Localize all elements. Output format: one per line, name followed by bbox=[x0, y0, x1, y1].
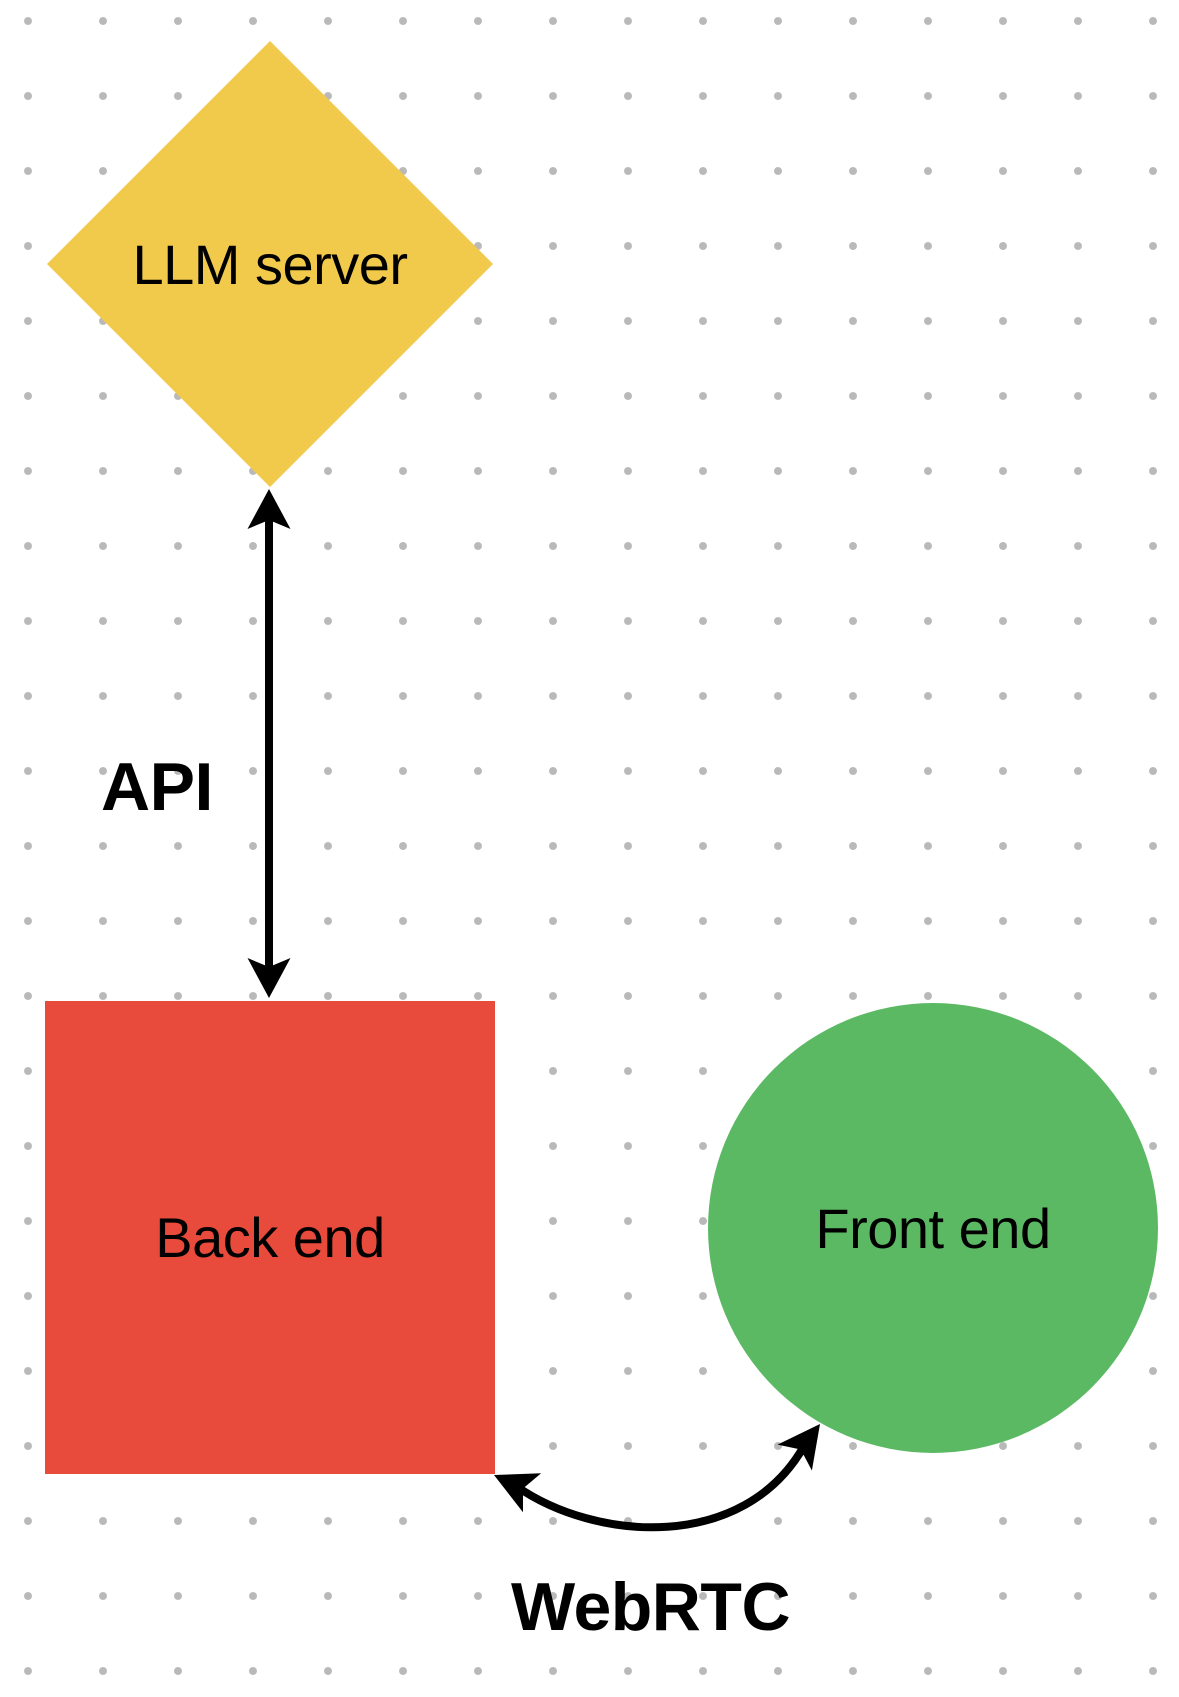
webrtc-arrowhead-left-icon bbox=[494, 1473, 542, 1513]
edge-label-webrtc[interactable]: WebRTC bbox=[511, 1569, 791, 1645]
node-back-end-label: Back end bbox=[155, 1206, 385, 1269]
node-llm-server-label: LLM server bbox=[132, 232, 408, 296]
api-arrowhead-up-icon bbox=[247, 489, 291, 529]
webrtc-connector-arrow[interactable] bbox=[485, 1411, 837, 1532]
api-connector-arrow[interactable] bbox=[247, 489, 291, 998]
node-front-end-label: Front end bbox=[815, 1196, 1051, 1260]
webrtc-arrowhead-right-icon bbox=[777, 1424, 820, 1471]
api-arrowhead-down-icon bbox=[247, 958, 291, 998]
node-back-end[interactable]: Back end bbox=[45, 1001, 495, 1474]
node-llm-server[interactable]: LLM server bbox=[47, 41, 493, 487]
node-front-end[interactable]: Front end bbox=[708, 1003, 1158, 1453]
webrtc-arrow-shaft bbox=[513, 1444, 808, 1532]
edge-label-api[interactable]: API bbox=[101, 749, 213, 825]
